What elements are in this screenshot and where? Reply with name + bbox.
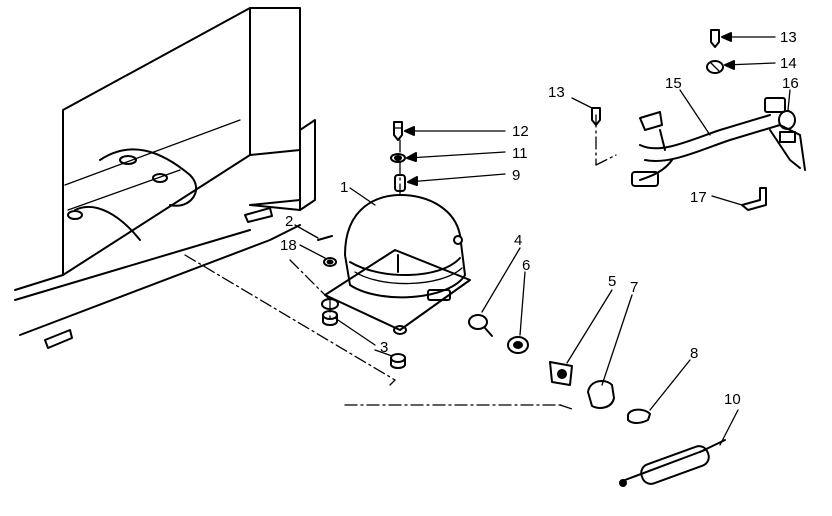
screw-13-upper [710, 29, 720, 48]
connector-14 [706, 60, 724, 74]
callout-14: 14 [780, 55, 797, 72]
refrigerator-cabinet [14, 7, 316, 349]
callout-13-right: 13 [780, 29, 797, 46]
callout-6: 6 [522, 257, 530, 274]
callout-4: 4 [514, 232, 522, 249]
stud-9 [394, 174, 406, 192]
overload-4 [468, 314, 493, 337]
cover-7 [587, 379, 615, 409]
bracket-17 [741, 187, 767, 211]
socket-16 [778, 110, 796, 143]
callout-3: 3 [380, 339, 388, 356]
cap-6 [507, 336, 529, 354]
clip-2 [317, 235, 333, 241]
wiring-harness-15 [631, 97, 806, 187]
washer-18 [323, 257, 337, 267]
callout-7: 7 [630, 279, 638, 296]
callout-12: 12 [512, 123, 529, 140]
callout-13-left: 13 [548, 84, 565, 101]
grommet-3-lower [390, 353, 406, 369]
compressor [321, 194, 471, 335]
callout-5: 5 [608, 273, 616, 290]
clip-8 [627, 408, 651, 424]
callout-18: 18 [280, 237, 297, 254]
callout-16: 16 [782, 75, 799, 92]
assembly-leader-lines [184, 114, 617, 411]
callout-labels: 1 2 18 3 4 6 5 7 8 10 12 11 9 13 13 14 1… [280, 29, 799, 408]
callout-10: 10 [724, 391, 741, 408]
callout-11: 11 [512, 145, 528, 162]
callout-leaders [294, 32, 791, 446]
callout-9: 9 [512, 167, 520, 184]
callout-17: 17 [690, 189, 707, 206]
washer-11 [390, 153, 406, 163]
callout-8: 8 [690, 345, 698, 362]
grommet-3-upper [322, 310, 338, 326]
callout-2: 2 [285, 213, 293, 230]
relay-5 [549, 361, 573, 386]
callout-1: 1 [340, 179, 348, 196]
callout-15: 15 [665, 75, 682, 92]
drier-10 [619, 439, 726, 487]
screw-13-left [591, 107, 601, 126]
screw-12 [393, 121, 403, 141]
